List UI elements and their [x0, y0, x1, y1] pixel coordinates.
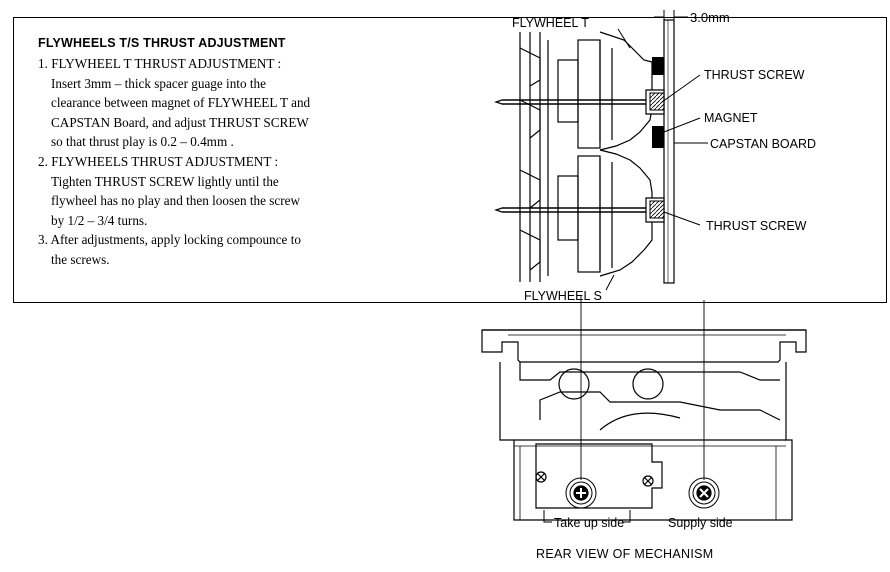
- outer-gear-ridges: [519, 32, 549, 282]
- thrust-screw-top-label: THRUST SCREW: [704, 68, 805, 82]
- take-up-side-label: Take up side: [554, 516, 624, 530]
- step-3-title: 3. After adjustments, apply locking comp…: [38, 232, 301, 248]
- flywheel-t-shape: [557, 31, 653, 151]
- screw-slots: [576, 488, 709, 498]
- instruction-frame: [13, 17, 887, 303]
- step-1-line: so that thrust play is 0.2 – 0.4mm .: [51, 134, 234, 150]
- section-heading: FLYWHEELS T/S THRUST ADJUSTMENT: [38, 36, 286, 50]
- flywheel-s-shape: [557, 149, 653, 277]
- leader-lines: [605, 28, 708, 291]
- magnet-label: MAGNET: [704, 111, 758, 125]
- rear-view-caption: REAR VIEW OF MECHANISM: [536, 547, 713, 561]
- step-2: 2. FLYWHEELS THRUST ADJUSTMENT : Tighten…: [38, 152, 478, 230]
- projection-lines: [580, 296, 705, 480]
- side-brackets: [543, 510, 631, 523]
- gap-dimension: [654, 10, 688, 24]
- step-2-line: by 1/2 – 3/4 turns.: [51, 212, 148, 228]
- step-3: 3. After adjustments, apply locking comp…: [38, 230, 478, 269]
- magnet-part: [652, 126, 664, 148]
- step-1: 1. FLYWHEEL T THRUST ADJUSTMENT : Insert…: [38, 54, 478, 152]
- capstan-board-plate: [663, 19, 675, 284]
- flywheel-cross-section: [494, 19, 675, 284]
- step-1-line: Insert 3mm – thick spacer guage into the: [51, 75, 266, 91]
- flywheel-t-label: FLYWHEEL T: [512, 16, 589, 30]
- step-2-line: flywheel has no play and then loosen the…: [51, 193, 301, 209]
- thrust-screw-top-part: [649, 92, 665, 111]
- thrust-screw-bottom-part: [649, 200, 665, 219]
- capstan-board-label: CAPSTAN BOARD: [710, 137, 816, 151]
- magnet-top-part: [652, 57, 664, 75]
- step-3-line: the screws.: [51, 251, 110, 267]
- thrust-screw-bottom-label: THRUST SCREW: [706, 219, 807, 233]
- instructions-panel: FLYWHEELS T/S THRUST ADJUSTMENT 1. FLYWH…: [38, 36, 478, 270]
- step-2-line: Tighten THRUST SCREW lightly until the: [51, 173, 279, 189]
- rear-view-mechanism: [481, 329, 807, 521]
- flywheel-s-label: FLYWHEEL S: [524, 289, 602, 303]
- gap-label: 3.0mm: [690, 10, 730, 25]
- step-2-title: 2. FLYWHEELS THRUST ADJUSTMENT :: [38, 153, 279, 169]
- step-1-line: clearance between magnet of FLYWHEEL T a…: [51, 95, 311, 111]
- step-1-title: 1. FLYWHEEL T THRUST ADJUSTMENT :: [38, 56, 282, 71]
- step-1-line: CAPSTAN Board, and adjust THRUST SCREW: [51, 114, 309, 130]
- supply-side-label: Supply side: [668, 516, 733, 530]
